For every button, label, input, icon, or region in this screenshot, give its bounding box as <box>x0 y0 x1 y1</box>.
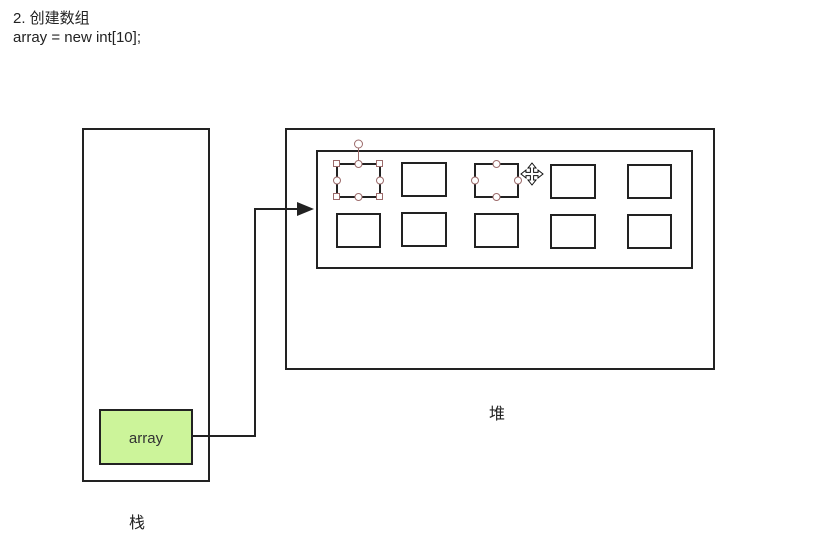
array-cell[interactable] <box>336 163 381 198</box>
reference-arrowhead <box>297 202 314 216</box>
array-cell[interactable] <box>627 164 672 199</box>
array-variable-label: array <box>129 430 164 447</box>
stack-frame[interactable] <box>82 128 210 482</box>
array-cell[interactable] <box>401 162 447 197</box>
move-cursor-icon <box>520 162 544 186</box>
array-object[interactable] <box>316 150 693 269</box>
heading-title: 2. 创建数组 <box>13 10 90 27</box>
array-cell[interactable] <box>550 214 596 249</box>
array-cell[interactable] <box>474 213 519 248</box>
selection-handles[interactable] <box>333 139 384 201</box>
heap-label: 堆 <box>489 404 505 423</box>
connection-points[interactable] <box>471 160 522 201</box>
array-cell[interactable] <box>401 212 447 247</box>
heap-frame[interactable] <box>285 128 715 370</box>
array-cell[interactable] <box>474 163 519 198</box>
array-cell[interactable] <box>627 214 672 249</box>
array-cell[interactable] <box>550 164 596 199</box>
heading: 2. 创建数组 array = new int[10]; <box>13 9 141 47</box>
array-cell[interactable] <box>336 213 381 248</box>
reference-arrow[interactable] <box>193 208 298 437</box>
array-variable-box[interactable] <box>99 409 193 465</box>
stack-label: 栈 <box>129 513 145 532</box>
heading-code: array = new int[10]; <box>13 29 141 46</box>
